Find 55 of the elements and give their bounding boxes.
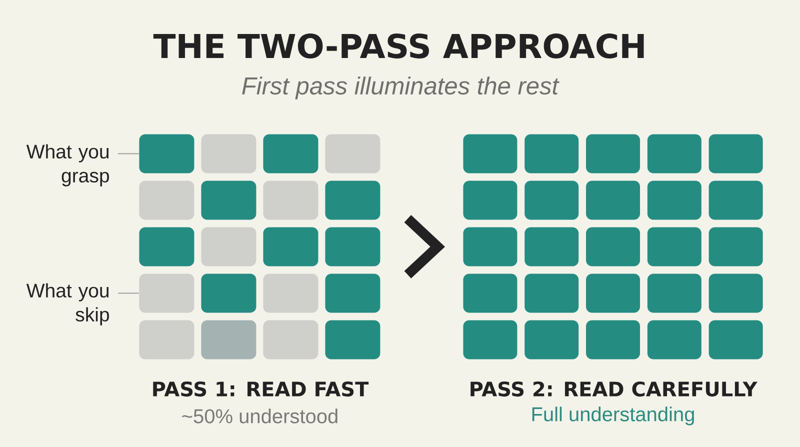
tile [139,180,194,220]
leader-line [118,292,139,294]
tile [463,274,518,313]
tile [524,227,579,266]
tile [586,274,640,313]
tile [463,180,518,220]
tile [586,320,640,360]
tile [463,134,518,174]
tile [201,320,256,360]
tile [201,180,256,220]
tile [139,134,194,174]
tile [201,227,256,266]
tile [524,180,579,220]
tile [708,227,763,266]
result-text: Full understanding [532,406,694,426]
tile [586,180,640,220]
tile [139,274,194,313]
tile [325,134,380,174]
tile [201,274,256,313]
tile [647,320,702,360]
tile [586,227,640,266]
tile [325,320,380,360]
tile [524,134,579,174]
tile [263,320,318,360]
tile [524,274,579,313]
section-heading: PASS 1: READ FAST [153,381,369,397]
tile [463,227,518,266]
subtitle: First pass illuminates the rest [242,76,560,100]
tile [647,227,702,266]
tile [708,274,763,313]
tile [325,227,380,266]
tile [263,274,318,313]
tile [647,134,702,174]
tile [325,274,380,313]
tile [586,134,640,174]
tile [708,134,763,174]
tile [139,320,194,360]
tile [708,320,763,360]
result-text: ~50% understood [182,408,338,424]
callout-text: What you grasp [26,144,109,186]
leader-line [118,153,139,154]
tile [139,227,194,266]
callout-text: What you skip [26,283,109,326]
tile [524,320,579,360]
tile [647,180,702,220]
section-heading: PASS 2: READ CAREFULLY [470,381,758,397]
tile [263,227,318,266]
tile [708,180,763,220]
tile [325,180,380,220]
title: THE TWO-PASS APPROACH [153,34,644,58]
tile [263,180,318,220]
tile [463,320,518,360]
tile [647,274,702,313]
tile [263,134,318,174]
tile [201,134,256,174]
